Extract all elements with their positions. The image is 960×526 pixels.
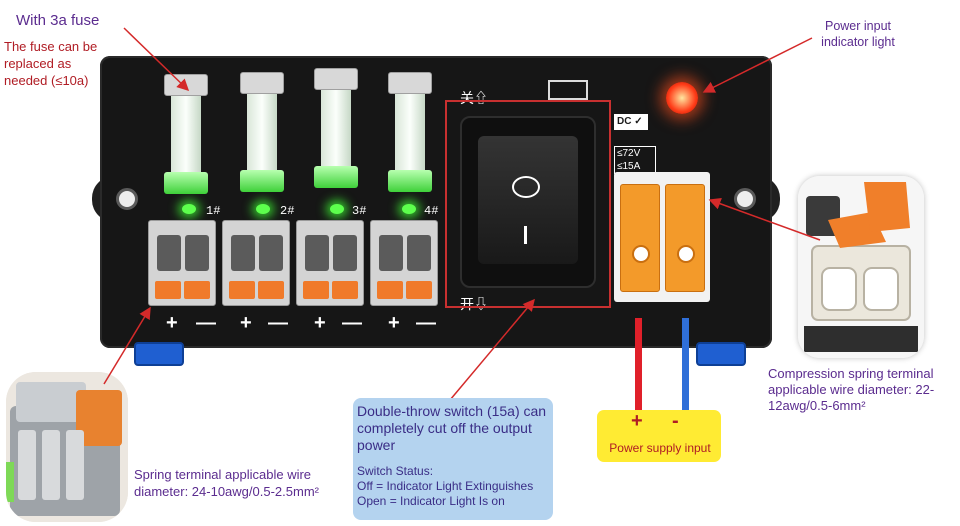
psu-label: Power supply input <box>609 441 711 455</box>
fuse-4[interactable] <box>388 72 432 192</box>
switch-on-label: 开⇩ <box>460 296 488 312</box>
fuse-3[interactable] <box>314 68 358 188</box>
negative-wire <box>682 318 689 412</box>
fuse-title: With 3a fuse <box>16 12 100 29</box>
switch-status-title: Switch Status: <box>357 464 434 478</box>
spring-terminal-photo <box>6 372 128 522</box>
fuse-4-number: 4# <box>424 204 439 218</box>
spring-terminal-label: Spring terminal applicable wire diameter… <box>134 467 319 499</box>
dc-badge: DC ✓ <box>614 114 648 130</box>
switch-note-main: Double-throw switch (15a) can completely… <box>357 403 547 453</box>
output-terminal-4[interactable] <box>370 220 438 306</box>
switch-note-box: Double-throw switch (15a) can completely… <box>353 398 553 520</box>
terminal-3-plus: + <box>314 312 326 334</box>
fuse-1-led <box>182 204 196 214</box>
switch-status-off: Off = Indicator Light Extinguishes <box>357 479 534 493</box>
fuse-note: The fuse can be replaced as needed (≤10a… <box>4 39 98 88</box>
power-indicator-light <box>666 82 698 114</box>
switch-status-open: Open = Indicator Light Is on <box>357 494 505 508</box>
compression-terminal-label: Compression spring terminal applicable w… <box>768 366 935 413</box>
input-terminal-negative[interactable] <box>665 184 705 292</box>
terminal-4-plus: + <box>388 312 400 334</box>
fuse-4-led <box>402 204 416 214</box>
fuse-3-led <box>330 204 344 214</box>
compression-terminal-photo <box>798 176 924 358</box>
fuse-2-led <box>256 204 270 214</box>
psu-plus-sign: + <box>631 410 643 432</box>
power-light-label: Power input indicator light <box>821 19 895 49</box>
terminal-2-minus: — <box>268 312 288 334</box>
switch-off-label: 关⇧ <box>460 90 488 106</box>
fuse-1[interactable] <box>164 74 208 194</box>
rocker-switch[interactable] <box>478 136 578 264</box>
output-terminal-3[interactable] <box>296 220 364 306</box>
input-terminal-positive[interactable] <box>620 184 660 292</box>
terminal-2-plus: + <box>240 312 252 334</box>
positive-wire <box>635 318 642 412</box>
switch-on-symbol <box>524 226 527 244</box>
terminal-1-plus: + <box>166 312 178 334</box>
terminal-4-minus: — <box>416 312 436 334</box>
output-terminal-1[interactable] <box>148 220 216 306</box>
terminal-1-minus: — <box>196 312 216 334</box>
brand-logo <box>548 80 588 100</box>
switch-off-symbol <box>512 176 540 198</box>
fuse-2[interactable] <box>240 72 284 192</box>
rating-voltage: ≤72V <box>617 148 641 159</box>
fuse-1-number: 1# <box>206 204 221 218</box>
rating-current: ≤15A <box>617 161 641 172</box>
fuse-3-number: 3# <box>352 204 367 218</box>
fuse-2-number: 2# <box>280 204 295 218</box>
power-supply-box <box>597 410 721 462</box>
left-screw-hole <box>116 188 138 210</box>
terminal-3-minus: — <box>342 312 362 334</box>
right-din-clip <box>696 342 746 366</box>
output-terminal-2[interactable] <box>222 220 290 306</box>
right-screw-hole <box>734 188 756 210</box>
left-din-clip <box>134 342 184 366</box>
psu-minus-sign: - <box>672 410 679 432</box>
